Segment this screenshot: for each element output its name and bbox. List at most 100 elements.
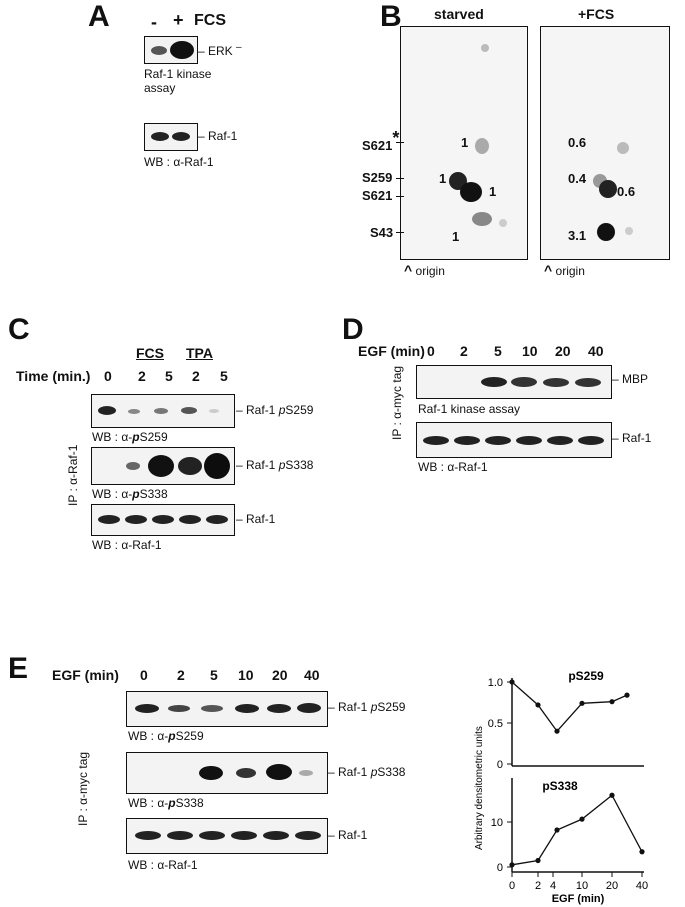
spot [460,182,482,202]
panel-d-letter: D [342,313,364,346]
starved-label: starved [434,6,484,22]
band [297,703,321,713]
egf-time: 20 [272,667,288,683]
data-point-ps259 [579,700,585,706]
tpa-group-label: TPA [186,345,213,361]
time-value: 5 [165,368,173,384]
egf-time: 5 [210,667,218,683]
band [170,41,194,59]
band [575,378,601,387]
x-axis-label: EGF (min) [552,893,605,905]
x-tick-label: 20 [606,880,618,892]
spot [597,223,615,241]
data-point-ps259 [509,679,515,685]
time-value: 2 [138,368,146,384]
erk-label: – ERK – [198,42,242,58]
wb-ps338-label-e: WB : α-pS338 [128,796,204,810]
plus-label: + [173,10,184,30]
blot-ps338-label-e: – Raf-1 pS338 [328,765,406,779]
spot [481,44,489,52]
site-s621: S621 [362,188,393,203]
time-value: 2 [192,368,200,384]
fcs-value: 0.6 [568,135,587,150]
chart-title-ps338: pS338 [542,779,578,793]
band [135,831,161,840]
wb-ps259-label: WB : α-pS259 [92,430,168,444]
site-s43: S43 [370,225,394,240]
band [485,436,511,445]
tick [396,232,404,233]
data-point-ps338 [509,862,515,868]
wb-ps338-label: WB : α-pS338 [92,487,168,501]
ytick-label-top: 0.5 [488,718,503,730]
ip-myc-label-d: IP : α-myc tag [390,365,404,440]
wb-raf1-label-d: WB : α-Raf-1 [418,460,488,474]
blot-ps259-c [91,394,235,428]
band [209,409,219,413]
band [128,409,140,414]
blot-raf1-e [126,818,328,854]
chart-title-ps259: pS259 [568,669,604,683]
band [152,515,174,524]
band [236,768,256,778]
ytick-label-bottom: 10 [491,817,503,829]
starved-value: 1 [452,229,460,244]
egf-time: 2 [460,343,468,359]
minus-label: - [151,12,157,32]
band [204,453,230,479]
band [267,704,291,713]
blot-raf1-label-c: – Raf-1 [236,512,276,526]
panel-a-letter: A [88,0,110,33]
band [201,705,223,712]
data-point-ps338 [535,857,541,864]
y-axis-label: Arbitrary densitometric units [474,726,485,850]
egf-label-e: EGF (min) [52,667,119,683]
x-tick-label: 40 [636,880,648,892]
wb-ps259-label-e: WB : α-pS259 [128,729,204,743]
fcs-group-label: FCS [136,345,164,361]
egf-time: 10 [238,667,254,683]
tlc-plate-fcs [540,26,670,260]
site-s259: S259 [362,170,393,185]
panel-e-letter: E [8,652,29,685]
band [98,515,120,524]
panel-c-letter: C [8,313,30,346]
tlc-plate-starved [400,26,528,260]
starved-value: 1 [439,171,447,186]
ip-myc-label-e: IP : α-myc tag [76,751,90,826]
band [167,831,193,840]
wb-raf1-label-e: WB : α-Raf-1 [128,858,198,872]
band [263,831,289,840]
egf-label-d: EGF (min) [358,343,425,359]
band [168,705,190,712]
band [235,704,259,713]
tick [396,196,404,197]
egf-time: 0 [140,667,148,683]
x-tick-label: 0 [509,880,515,892]
time-value: 0 [104,368,112,384]
origin-label-starved: ^ origin [404,262,445,278]
egf-time: 2 [177,667,185,683]
kinase-assay-caption-d: Raf-1 kinase assay [418,402,521,416]
wb-raf1-label-c: WB : α-Raf-1 [92,538,162,552]
panel-b-letter: B [380,0,402,33]
band [151,132,169,141]
band [179,515,201,524]
band [125,515,147,524]
band [151,46,167,55]
ytick-label-top: 1.0 [488,677,503,689]
tick [396,178,404,179]
blot-ps259-label: – Raf-1 pS259 [236,403,314,417]
raf1-label-a: – Raf-1 [198,129,238,143]
starved-value: 1 [489,184,497,199]
raf1-label-e: – Raf-1 [328,828,368,842]
blot-ps338-e [126,752,328,794]
band [481,377,507,387]
blot-ps338-label: – Raf-1 pS338 [236,458,314,472]
egf-time: 5 [494,343,502,359]
fcs-plus-label: +FCS [578,6,615,22]
ytick-label-bottom: 0 [497,862,503,874]
wb-label-a: WB : α-Raf-1 [144,155,214,169]
time-label: Time (min.) [16,368,91,384]
band [266,764,292,780]
